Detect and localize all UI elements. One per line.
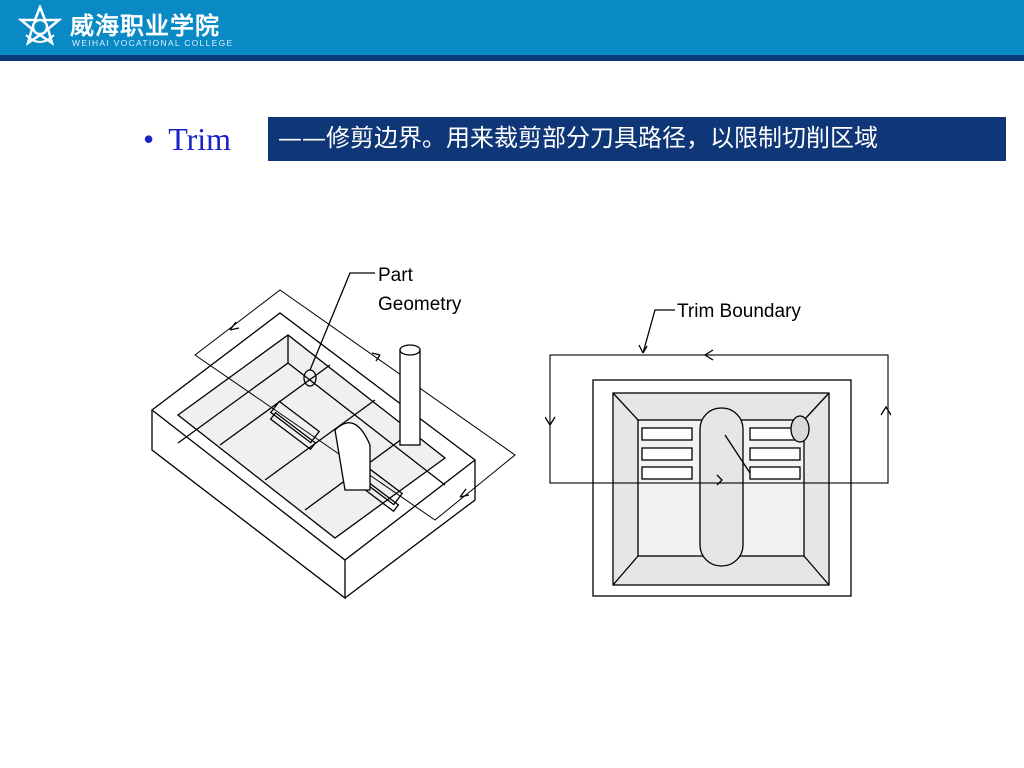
description-text: ——修剪边界。用来裁剪部分刀具路径，以限制切削区域 [278, 124, 878, 152]
college-logo-icon [18, 5, 62, 46]
part-label-line2: Geometry [378, 294, 462, 315]
part-label-line1: Part [378, 265, 414, 286]
trim-boundary-figure: Trim Boundary [545, 301, 892, 597]
school-name-cn: 威海职业学院 [70, 12, 220, 40]
trim-boundary-label: Trim Boundary [677, 301, 801, 322]
school-name-en: WEIHAI VOCATIONAL COLLEGE [72, 38, 234, 48]
part-geometry-figure: Part Geometry [150, 265, 516, 600]
bullet-label: Trim [168, 121, 232, 157]
bullet-dot-icon: • [143, 121, 155, 157]
header-bar: 威海职业学院 WEIHAI VOCATIONAL COLLEGE [0, 0, 1024, 55]
header-stripe [0, 55, 1024, 61]
description-box: ——修剪边界。用来裁剪部分刀具路径，以限制切削区域 [268, 117, 1006, 161]
bullet-item: • Trim [143, 121, 231, 158]
